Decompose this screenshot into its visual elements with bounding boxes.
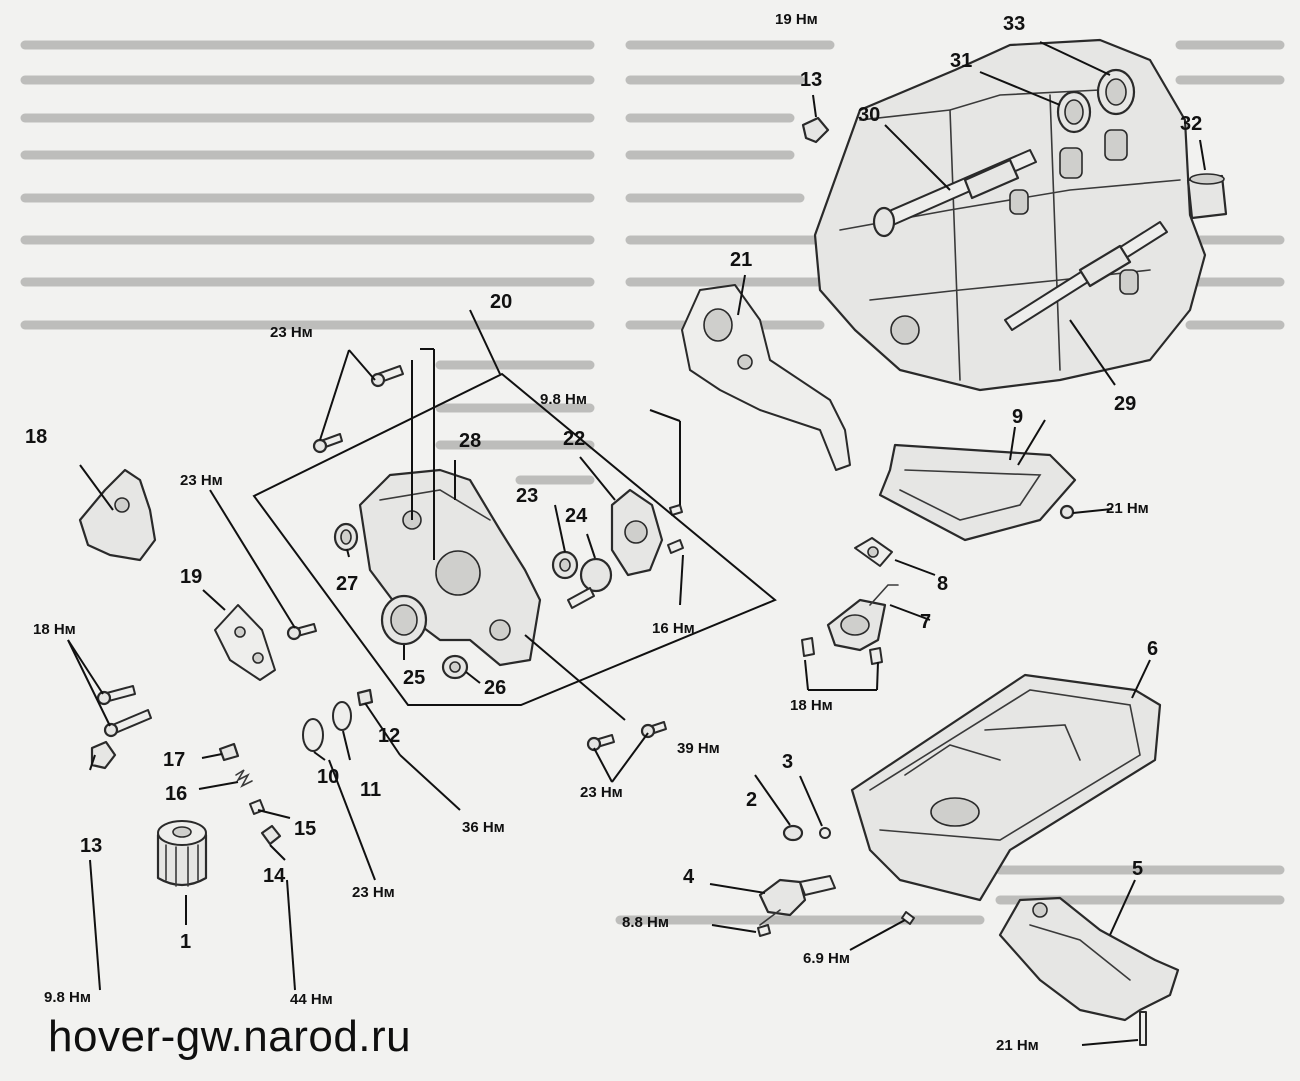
leader-lines	[67, 41, 1206, 1046]
mount-bracket-5	[998, 896, 1180, 1022]
drain-plug-2	[782, 824, 804, 842]
torque-16: 16 Нм	[652, 620, 695, 637]
site-url-caption: hover-gw.narod.ru	[48, 1012, 412, 1061]
torque-9-8-bottom: 9.8 Нм	[44, 989, 91, 1006]
label-13-top: 13	[800, 69, 822, 91]
label-28: 28	[459, 430, 481, 452]
torque-6-9: 6.9 Нм	[803, 950, 850, 967]
torque-8-8: 8.8 Нм	[622, 914, 669, 931]
oil-seal-26	[441, 654, 469, 680]
bushing-33	[1096, 68, 1136, 116]
oil-strainer-gasket-8	[854, 537, 893, 567]
label-11: 11	[360, 779, 381, 801]
label-13-left: 13	[80, 835, 102, 857]
label-7: 7	[920, 611, 931, 633]
label-14: 14	[263, 865, 286, 887]
label-9: 9	[1012, 406, 1023, 428]
torque-21-bottom: 21 Нм	[996, 1037, 1039, 1054]
part-number-labels: 1 2 3 4 5 6 7 8 9 10 11 12 13 13 14 15 1…	[25, 13, 1202, 953]
plate-19	[214, 604, 276, 681]
oil-pressure-switch-13	[90, 740, 117, 770]
pump-gear-23	[551, 550, 579, 580]
torque-19-top: 19 Нм	[775, 11, 818, 28]
oil-pan-6	[850, 673, 1162, 902]
label-10: 10	[317, 766, 339, 788]
front-cover-28	[358, 468, 542, 667]
label-15: 15	[294, 818, 316, 840]
oil-pump-cover-22	[610, 488, 664, 577]
front-cover-assembly-box-20	[252, 372, 777, 706]
plug-12	[356, 688, 374, 707]
label-17: 17	[163, 749, 185, 771]
relief-spring-16	[235, 769, 253, 788]
torque-36: 36 Нм	[462, 819, 505, 836]
label-31: 31	[950, 50, 972, 72]
label-16: 16	[165, 783, 187, 805]
label-6: 6	[1147, 638, 1158, 660]
torque-18-mid: 18 Нм	[790, 697, 833, 714]
torque-39: 39 Нм	[677, 740, 720, 757]
torque-44: 44 Нм	[290, 991, 333, 1008]
bypass-valve-14	[260, 824, 282, 846]
label-27: 27	[336, 573, 358, 595]
pump-gear-24	[567, 557, 613, 609]
balance-shaft-29	[1004, 221, 1168, 331]
label-1: 1	[180, 931, 191, 953]
label-2: 2	[746, 789, 757, 811]
label-4: 4	[683, 866, 695, 888]
oil-pan-baffle-9	[878, 443, 1077, 542]
oil-filter-1	[156, 820, 208, 887]
bushing-31	[1056, 90, 1092, 134]
torque-labels: 19 Нм 23 Нм 9.8 Нм 21 Нм 23 Нм 18 Нм 16 …	[33, 11, 1149, 1054]
torque-21-guard: 21 Нм	[1106, 500, 1149, 517]
label-19: 19	[180, 566, 202, 588]
label-21: 21	[730, 249, 752, 271]
label-20: 20	[490, 291, 512, 313]
label-25: 25	[403, 667, 425, 689]
balance-shaft-30	[872, 149, 1037, 238]
relief-plug-17	[218, 742, 240, 762]
o-ring-10	[302, 718, 324, 752]
oil-level-sensor-4	[758, 875, 836, 926]
bushing-32	[1186, 173, 1228, 220]
torque-23-lower: 23 Нм	[580, 784, 623, 801]
crank-seal-25	[380, 594, 428, 646]
oil-strainer-7	[801, 584, 899, 665]
torque-23-upper: 23 Нм	[270, 324, 313, 341]
drain-washer-3	[819, 827, 831, 839]
oil-seal-27	[333, 522, 359, 552]
torque-23-left: 23 Нм	[180, 472, 223, 489]
front-cover-gasket-21	[681, 284, 851, 471]
label-26: 26	[484, 677, 506, 699]
o-ring-11	[332, 701, 352, 731]
background-text-lines	[20, 40, 1285, 925]
label-3: 3	[782, 751, 793, 773]
label-18: 18	[25, 426, 47, 448]
label-32: 32	[1180, 113, 1202, 135]
bolt-13-top	[801, 116, 830, 144]
label-12: 12	[378, 725, 400, 747]
torque-23-bottom: 23 Нм	[352, 884, 395, 901]
label-24: 24	[565, 505, 588, 527]
label-33: 33	[1003, 13, 1025, 35]
label-29: 29	[1114, 393, 1136, 415]
label-8: 8	[937, 573, 948, 595]
torque-9-8-pump: 9.8 Нм	[540, 391, 587, 408]
torque-18-left: 18 Нм	[33, 621, 76, 638]
label-5: 5	[1132, 858, 1143, 880]
bracket-18	[78, 468, 157, 562]
engine-block	[813, 38, 1207, 392]
label-23: 23	[516, 485, 538, 507]
label-22: 22	[563, 428, 585, 450]
label-30: 30	[858, 104, 880, 126]
